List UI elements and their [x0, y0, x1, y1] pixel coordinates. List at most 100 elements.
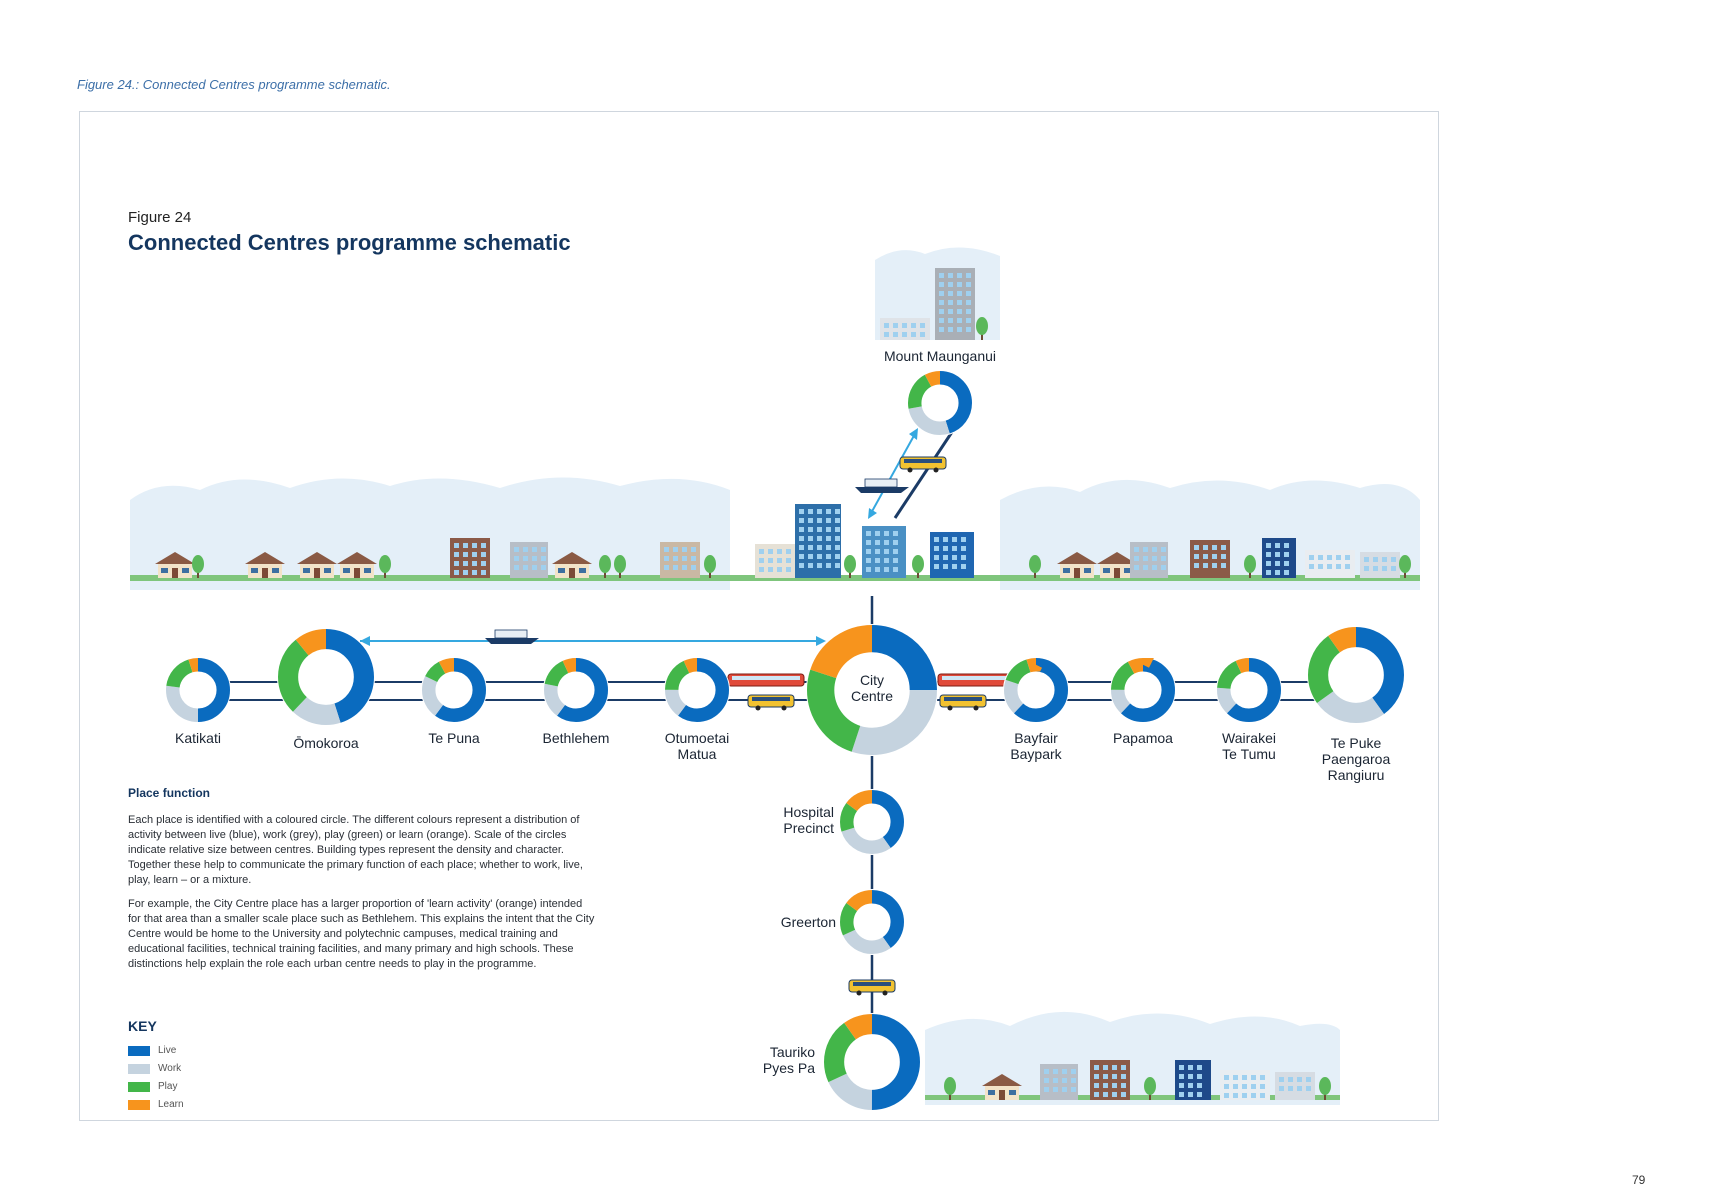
- label-omokoroa: Ōmokoroa: [293, 735, 359, 751]
- key-label-play: Play: [158, 1081, 178, 1092]
- label-otumoetai-matua: Otumoetai Matua: [664, 730, 730, 762]
- ring-segment-city-centre-play: [807, 624, 938, 755]
- house-6: [1057, 552, 1097, 578]
- label-bethlehem: Bethlehem: [542, 730, 610, 746]
- grass-strip-tauriko: [925, 1095, 1340, 1100]
- ring-segment-te-puke-work: [1308, 627, 1405, 724]
- tree-1: [192, 555, 204, 578]
- office-1: [930, 532, 974, 578]
- industrial-2: [1360, 552, 1400, 578]
- ring-segment-mount-maunganui-work: [908, 371, 973, 436]
- place-ring-papamoa: [1110, 657, 1176, 723]
- place-ring-mount-maunganui: [907, 370, 973, 436]
- ring-segment-papamoa-work: [1110, 658, 1175, 723]
- ring-segment-wairakei-work: [1216, 658, 1281, 723]
- skyline-band-left: [130, 477, 730, 590]
- page-number: 79: [1632, 1173, 1646, 1187]
- key-swatch-live: [128, 1045, 150, 1056]
- train-east: [937, 673, 1015, 687]
- key-swatch-work: [128, 1063, 150, 1074]
- tree-10: [1399, 555, 1411, 578]
- label-te-puke: Te Puke Paengaroa Rangiuru: [1321, 735, 1391, 783]
- key-item-live: Live: [128, 1045, 176, 1056]
- mount-shop: [880, 318, 930, 340]
- ring-segment-otumoetai-learn: [664, 658, 729, 723]
- label-mount-maunganui: Mount Maunganui: [883, 348, 997, 364]
- ferry-mount: [855, 478, 909, 493]
- house-5: [552, 552, 592, 578]
- label-wairakei-te-tumu: Wairakei Te Tumu: [1222, 730, 1276, 762]
- place-ring-greerton: [839, 889, 905, 955]
- house-8: [982, 1074, 1022, 1100]
- house-3: [297, 552, 337, 578]
- apartment-brick-2: [1190, 540, 1230, 578]
- apartment-grey-1: [510, 542, 548, 578]
- key-label-learn: Learn: [158, 1099, 184, 1110]
- industrial-4: [1275, 1072, 1315, 1100]
- ring-segment-omokoroa-play: [278, 628, 375, 725]
- place-ring-te-puke: [1307, 626, 1405, 724]
- ring-segment-mount-maunganui-learn: [908, 371, 973, 436]
- tree-4: [614, 555, 626, 578]
- ring-segment-omokoroa-work: [278, 628, 375, 725]
- label-te-puna: Te Puna: [428, 730, 480, 746]
- ring-segment-bayfair-work: [1003, 658, 1068, 723]
- ring-segment-tauriko-play: [823, 1013, 920, 1110]
- ring-segment-te-puke-learn: [1308, 627, 1405, 724]
- place-ring-tauriko: [823, 1013, 921, 1111]
- tree-13: [1144, 1077, 1156, 1100]
- label-bayfair-baypark: Bayfair Baypark: [1010, 730, 1062, 762]
- place-function-title: Place function: [128, 786, 211, 800]
- ring-segment-bayfair-learn: [1003, 658, 1068, 723]
- ring-segment-greerton-work: [839, 890, 904, 955]
- ring-segment-papamoa-learn: [1110, 658, 1175, 723]
- place-function-paragraph-2: For example, the City Centre place has a…: [128, 898, 595, 970]
- apartment-grey-3: [1040, 1064, 1078, 1100]
- label-tauriko-pyes-pa: Tauriko Pyes Pa: [762, 1044, 815, 1076]
- label-papamoa: Papamoa: [1113, 730, 1173, 746]
- label-hospital-precinct: Hospital Precinct: [783, 804, 834, 836]
- tree-5: [704, 555, 716, 578]
- ring-segment-mount-maunganui-play: [908, 371, 973, 436]
- house-2: [245, 552, 285, 578]
- house-7: [1097, 552, 1137, 578]
- place-ring-otumoetai: [664, 657, 730, 723]
- mount-tower: [935, 268, 975, 340]
- figure-caption: Figure 24.: Connected Centres programme …: [77, 77, 391, 92]
- ring-segment-otumoetai-work: [664, 658, 729, 723]
- tree-9: [1244, 555, 1256, 578]
- ring-segment-city-centre-work: [807, 624, 938, 755]
- figure-frame: [79, 111, 1439, 1121]
- tree-3: [599, 555, 611, 578]
- key-item-play: Play: [128, 1081, 177, 1092]
- key-item-learn: Learn: [128, 1099, 184, 1110]
- tree-11: [976, 317, 988, 340]
- place-ring-bethlehem: [543, 657, 609, 723]
- ring-segment-omokoroa-learn: [278, 628, 375, 725]
- tree-6: [844, 555, 856, 578]
- industrial-3: [1220, 1070, 1270, 1100]
- bus-south: [848, 979, 896, 996]
- label-city-centre: City Centre: [850, 672, 894, 704]
- tree-2: [379, 555, 391, 578]
- industrial-1: [1305, 550, 1355, 578]
- apartment-blue-1: [1262, 538, 1296, 578]
- ferry-omokoroa: [485, 629, 539, 644]
- tree-8: [1029, 555, 1041, 578]
- key-label-live: Live: [158, 1045, 177, 1056]
- apartment-tan-1: [660, 542, 700, 578]
- house-1: [155, 552, 195, 578]
- ferry-arrowhead-down: [868, 508, 877, 519]
- ring-segment-bethlehem-work: [543, 658, 608, 723]
- apartment-brick-3: [1090, 1060, 1130, 1100]
- ring-segment-te-puke-play: [1308, 627, 1405, 724]
- train-west: [727, 673, 805, 687]
- key-label-work: Work: [158, 1063, 182, 1074]
- ring-segment-hospital-learn: [839, 790, 904, 855]
- place-ring-te-puna: [421, 657, 487, 723]
- ring-segment-te-puna-learn: [421, 657, 486, 722]
- place-ring-wairakei: [1216, 657, 1282, 723]
- key-swatch-learn: [128, 1099, 150, 1110]
- ring-segment-bethlehem-learn: [543, 658, 608, 723]
- low-rise-1: [755, 544, 795, 578]
